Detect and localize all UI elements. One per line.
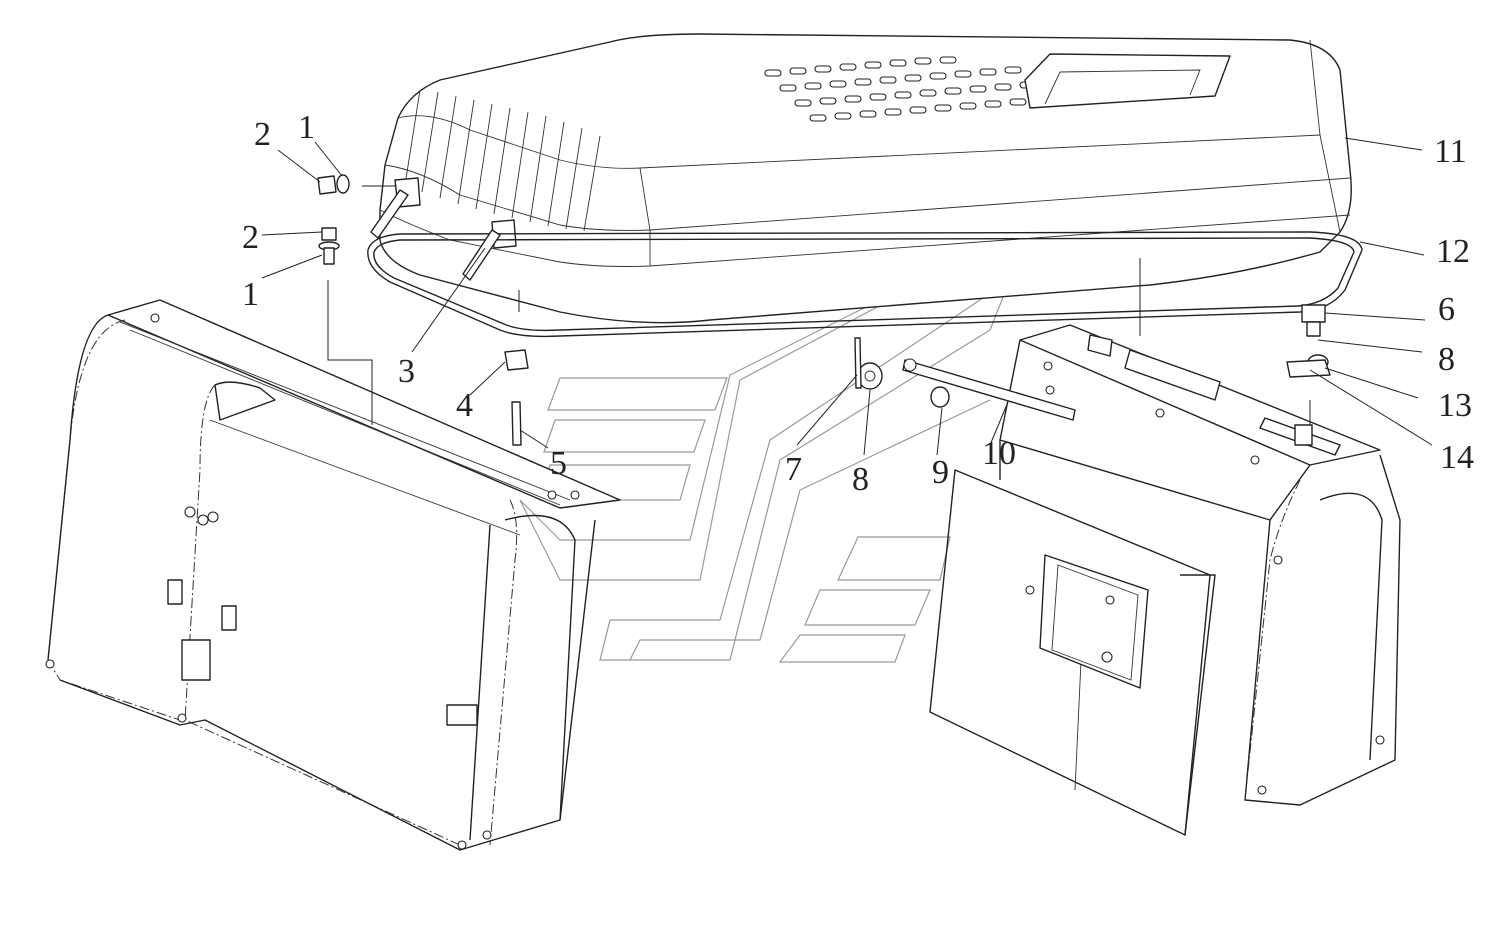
vent-holes — [764, 56, 1052, 122]
callout-5: 5 — [550, 445, 567, 482]
exhaust-opening — [1024, 53, 1231, 109]
callout-12: 12 — [1436, 233, 1470, 270]
callout-9: 9 — [932, 454, 949, 491]
bolt-part-2-top — [317, 174, 350, 195]
callout-8: 8 — [1438, 341, 1455, 378]
callout-1: 1 — [242, 276, 259, 313]
callout-6: 6 — [1438, 291, 1455, 328]
pin-part-7 — [854, 337, 862, 389]
callout-14: 14 — [1440, 439, 1474, 476]
callout-13: 13 — [1438, 387, 1472, 424]
gasket-part-12 — [367, 231, 1363, 338]
callout-8: 8 — [852, 461, 869, 498]
left-side-panel — [45, 299, 621, 851]
callout-1: 1 — [298, 109, 315, 146]
latch-part-3 — [370, 189, 501, 281]
hinge-plate-part-14 — [1286, 359, 1331, 446]
nut-part-4 — [504, 349, 529, 371]
callout-3: 3 — [398, 353, 415, 390]
top-cover-part-11 — [379, 33, 1352, 324]
bolt-part-2-lower — [318, 227, 340, 265]
callout-2: 2 — [242, 219, 259, 256]
callout-2: 2 — [254, 116, 271, 153]
right-side-panel — [929, 324, 1401, 836]
callout-11: 11 — [1434, 133, 1467, 170]
knob-part-9 — [930, 386, 950, 408]
callout-7: 7 — [785, 451, 802, 488]
lock-rod-part-10 — [902, 358, 1076, 421]
bolt-part-6 — [1301, 304, 1326, 337]
screw-part-5 — [511, 401, 522, 446]
callout-4: 4 — [456, 387, 473, 424]
callout-labels: 1 2 2 1 3 4 5 7 8 9 10 11 12 6 8 13 14 — [242, 109, 1474, 498]
leader-lines — [261, 137, 1433, 456]
callout-10: 10 — [982, 435, 1016, 472]
